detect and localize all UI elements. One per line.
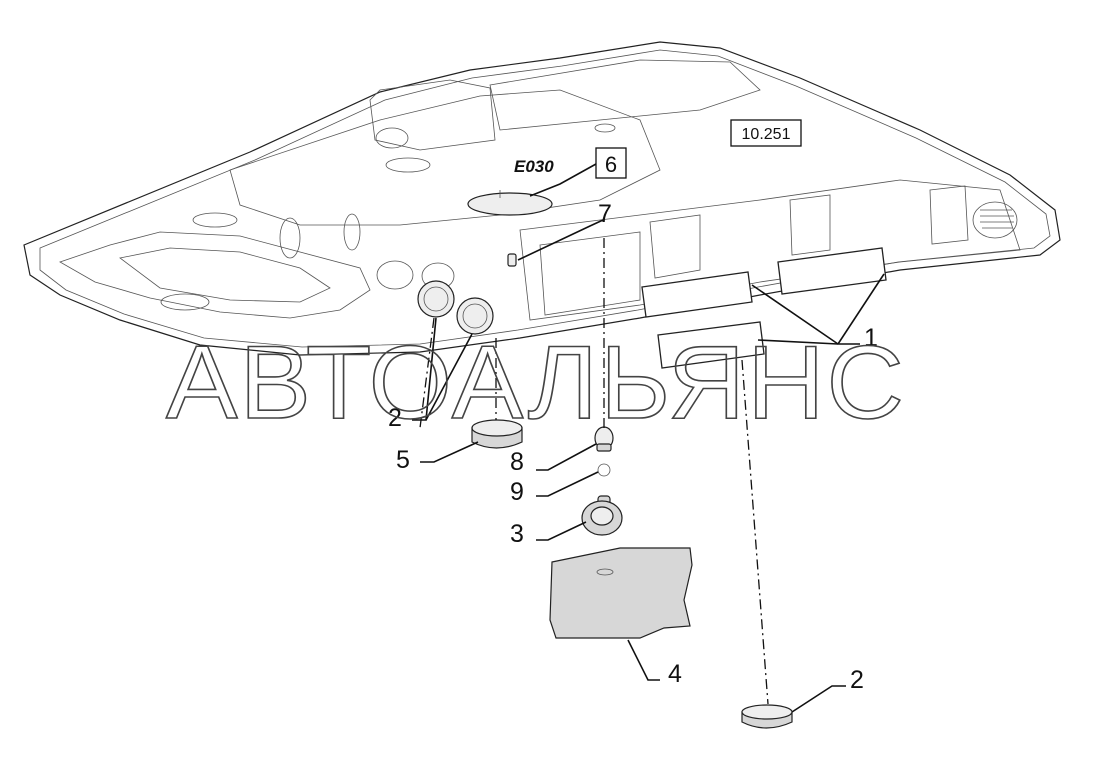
leader-2-left-b — [425, 333, 473, 421]
leader-7 — [517, 219, 604, 261]
callout-7: 7 — [598, 200, 612, 228]
part-6-dome-lens — [467, 192, 553, 216]
reference-box: 10.251 — [730, 119, 802, 147]
part-8-bulb — [594, 426, 614, 452]
leader-5 — [420, 441, 479, 463]
callout-4: 4 — [668, 660, 682, 688]
axis-line-lamp-2 — [419, 317, 435, 429]
leader-6 — [529, 163, 597, 197]
roof-headliner-assembly — [23, 41, 1061, 356]
part-2-round-lamps — [417, 280, 494, 335]
callout-5: 5 — [396, 446, 410, 474]
leader-9 — [536, 471, 599, 497]
part-4-cover — [549, 547, 693, 639]
callout-8: 8 — [510, 448, 524, 476]
part-3-socket — [581, 495, 623, 536]
watermark: АВТОАЛЬЯНС — [166, 325, 906, 441]
leader-4 — [627, 639, 660, 681]
part-9-ring — [597, 463, 611, 477]
leader-2-right — [791, 685, 846, 713]
leader-3 — [536, 521, 587, 541]
part-2-round-cap — [741, 704, 793, 729]
code-label: E030 — [514, 157, 554, 176]
reference-box-text: 10.251 — [742, 126, 791, 143]
leader-1c — [837, 273, 885, 345]
axis-line-cap-2 — [741, 359, 769, 705]
callout-2-right: 2 — [850, 666, 864, 694]
leader-1b — [757, 339, 839, 345]
leader-8 — [536, 443, 597, 471]
callout-6-box: 6 — [595, 147, 627, 179]
callout-3: 3 — [510, 520, 524, 548]
part-1-panels — [641, 247, 887, 369]
callout-9: 9 — [510, 478, 524, 506]
callout-1: 1 — [864, 324, 878, 352]
part-5-round-lamp — [471, 419, 523, 449]
callout-6: 6 — [605, 152, 617, 177]
part-7-pin — [507, 253, 517, 267]
callout-2-left: 2 — [388, 404, 402, 432]
